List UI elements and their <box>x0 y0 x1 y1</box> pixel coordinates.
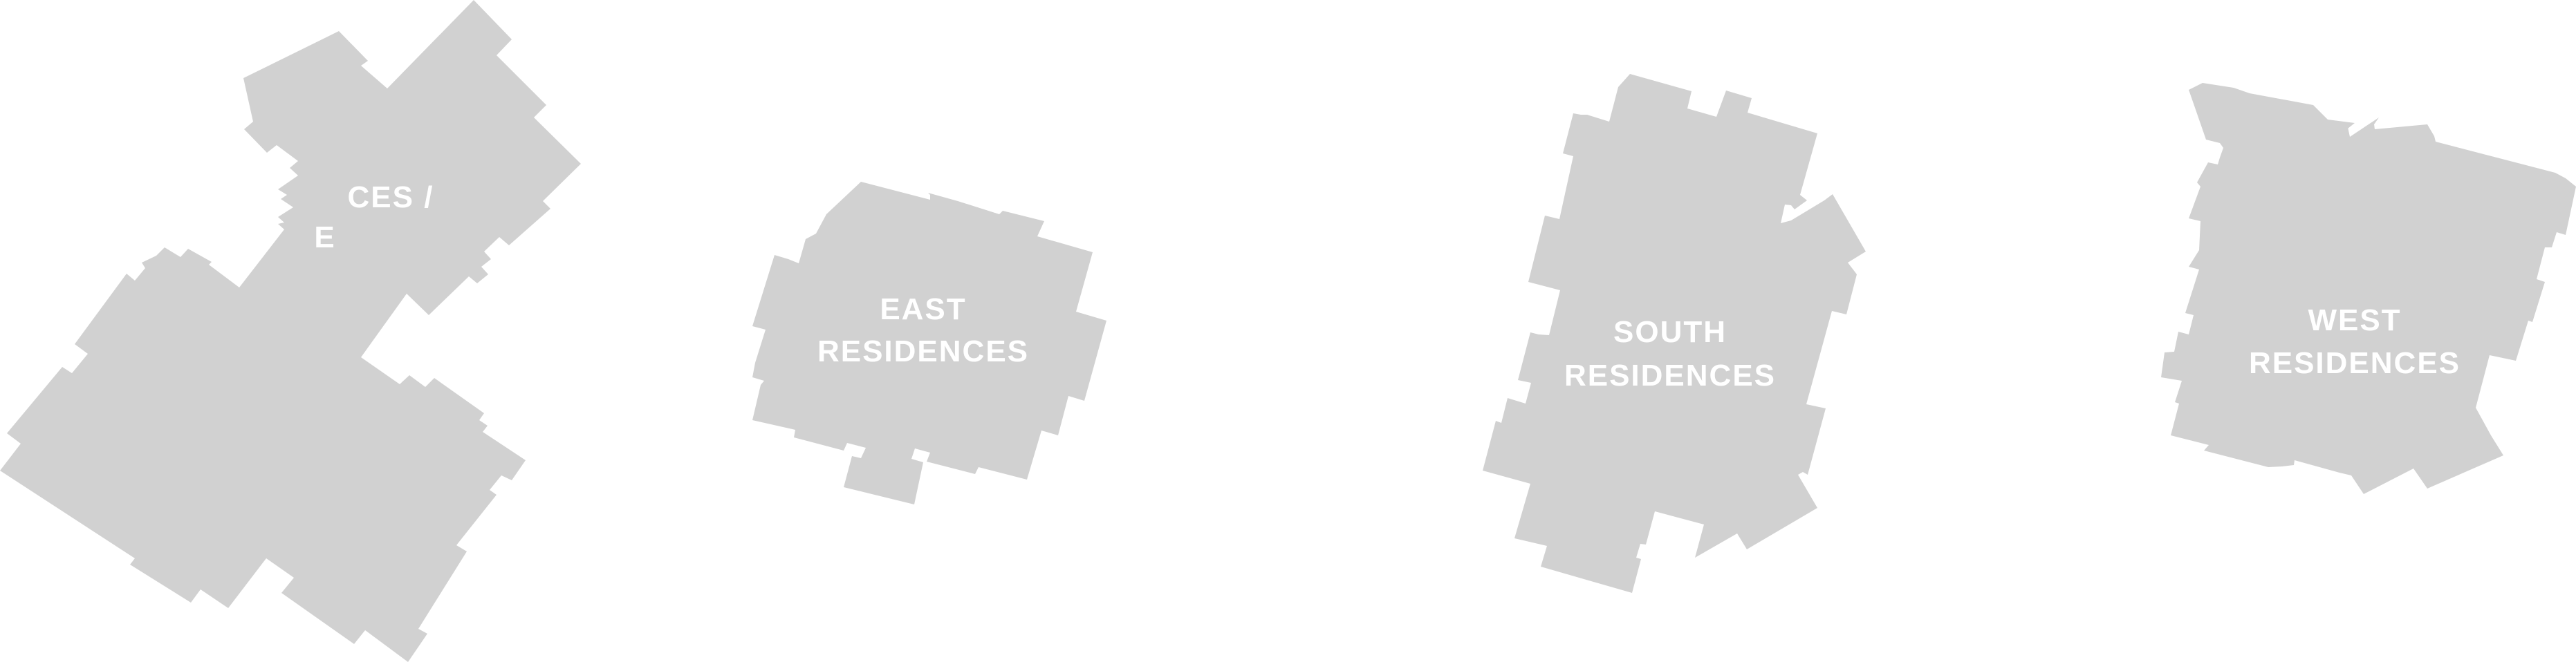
building-offices-label-line-1: CES / <box>348 180 434 214</box>
building-south-residences-shape[interactable] <box>1483 74 1866 593</box>
building-offices-shape[interactable] <box>0 0 581 662</box>
building-west-residences-shape[interactable] <box>2161 83 2576 494</box>
building-east-residences-shape[interactable] <box>752 182 1106 504</box>
building-south-residences-label-line-2: RESIDENCES <box>1564 359 1776 393</box>
building-west-residences-label-line-2: RESIDENCES <box>2249 346 2461 380</box>
building-west-residences-label-line-1: WEST <box>2308 303 2401 337</box>
building-east-residences-label-line-2: RESIDENCES <box>817 334 1029 368</box>
building-east-residences[interactable]: EAST RESIDENCES <box>752 182 1106 504</box>
building-offices[interactable]: CES / E <box>0 0 581 662</box>
building-west-residences[interactable]: WEST RESIDENCES <box>2161 83 2576 494</box>
building-south-residences-label-line-1: SOUTH <box>1613 315 1727 349</box>
building-offices-label-line-2: E <box>314 220 335 254</box>
building-south-residences[interactable]: SOUTH RESIDENCES <box>1483 74 1866 593</box>
building-east-residences-label-line-1: EAST <box>880 292 966 326</box>
